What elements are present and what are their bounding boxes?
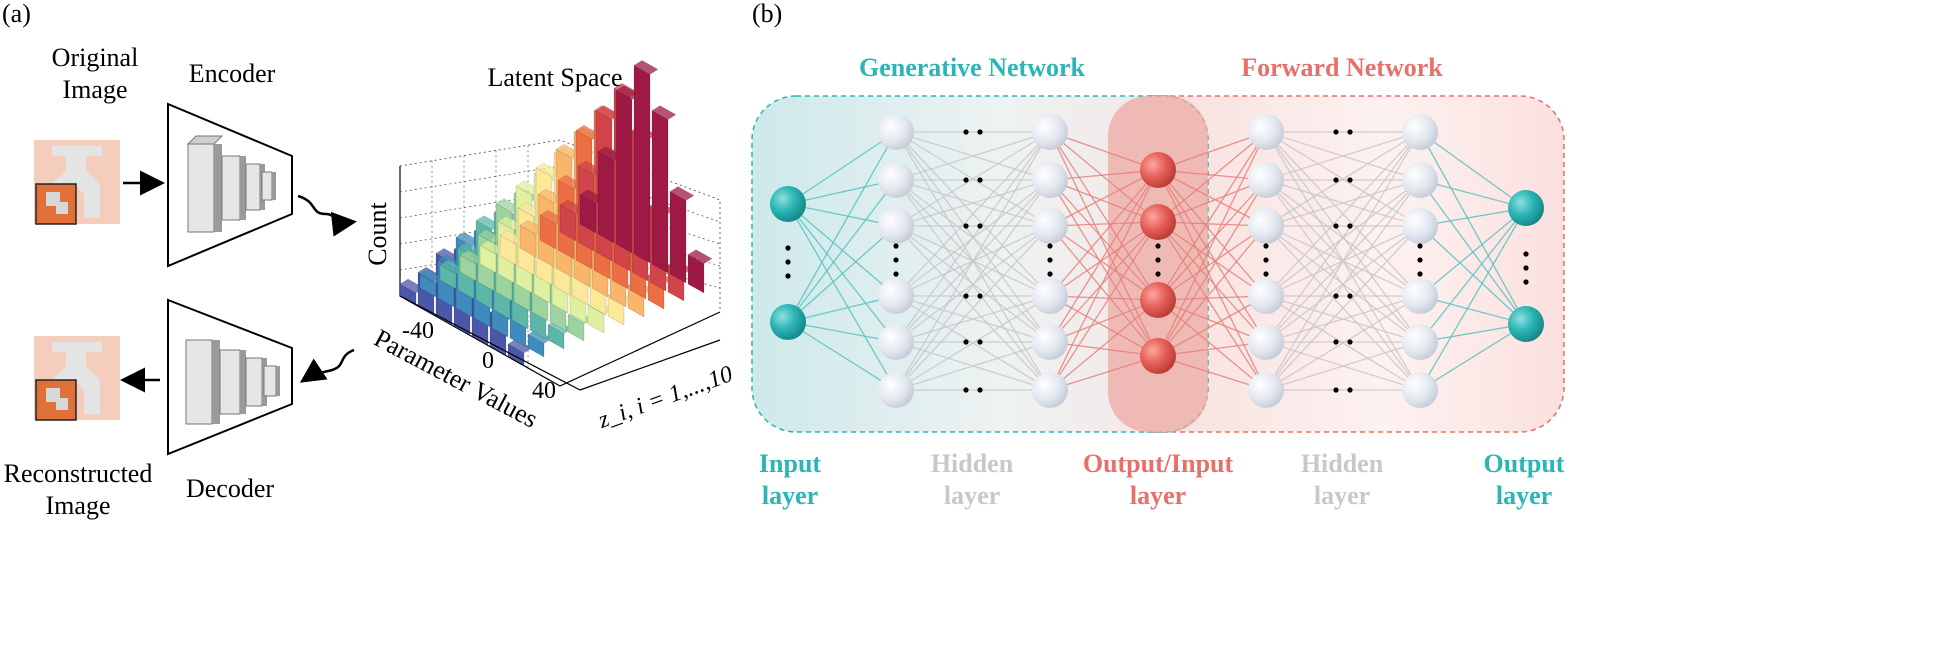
forward-network-title: Forward Network — [1241, 53, 1443, 82]
output-input-layer-label-line2: layer — [1130, 481, 1186, 510]
hidden-node — [1402, 278, 1438, 314]
hidden-node — [878, 278, 914, 314]
input-node — [770, 304, 806, 340]
latent-histogram-3d — [399, 60, 721, 391]
hidden-layer-label-line2: layer — [944, 481, 1000, 510]
output-input-node — [1140, 204, 1176, 240]
hidden-node — [878, 372, 914, 408]
x-tick-label: 0 — [482, 348, 494, 374]
original-image-title-line1: Original — [52, 43, 139, 72]
hidden-node — [1032, 324, 1068, 360]
shared-layer-highlight — [1108, 96, 1208, 432]
reconstructed-image-title-line1: Reconstructed — [4, 459, 153, 488]
hidden-layer-2-label-line1: Hidden — [1301, 449, 1384, 478]
hidden-node — [1032, 162, 1068, 198]
reconstructed-image-title-line2: Image — [46, 491, 111, 520]
decoder-block — [167, 298, 293, 456]
hidden-node — [1032, 278, 1068, 314]
hidden-node — [1402, 162, 1438, 198]
output-node — [1508, 306, 1544, 342]
original-image-title-line2: Image — [63, 75, 128, 104]
hidden-node — [1402, 372, 1438, 408]
hidden-node — [1248, 372, 1284, 408]
output-input-node — [1140, 338, 1176, 374]
output-layer-label-line1: Output — [1484, 449, 1565, 478]
decode-arrow — [299, 348, 355, 383]
hidden-node — [1248, 114, 1284, 150]
x-tick-label: 40 — [532, 378, 556, 404]
network-nodes — [770, 114, 1544, 408]
hidden-node — [1248, 278, 1284, 314]
input-layer-label-line1: Input — [759, 449, 821, 478]
hidden-node — [1248, 162, 1284, 198]
hidden-node — [1032, 372, 1068, 408]
hidden-node — [878, 162, 914, 198]
hidden-node — [1248, 324, 1284, 360]
x-tick-label: -40 — [402, 318, 434, 344]
z-axis-label: Count — [363, 201, 392, 265]
latent-space-title: Latent Space — [488, 63, 623, 92]
output-input-layer-label-line1: Output/Input — [1083, 449, 1234, 478]
hidden-node — [878, 324, 914, 360]
output-input-node — [1140, 282, 1176, 318]
hidden-node — [1402, 114, 1438, 150]
panel-b: (b) Generative Network Forward Network I… — [751, 0, 1565, 510]
output-node — [1508, 190, 1544, 226]
network-connections — [787, 131, 1527, 391]
panel-a: (a) Original Image Encoder Latent Space — [2, 0, 736, 520]
hidden-node — [878, 208, 914, 244]
decoder-title: Decoder — [186, 474, 274, 503]
input-node — [770, 186, 806, 222]
hidden-node — [1402, 208, 1438, 244]
hidden-node — [1248, 208, 1284, 244]
output-input-node — [1140, 152, 1176, 188]
encoder-block — [167, 102, 293, 268]
hidden-node — [878, 114, 914, 150]
latent-arrow — [297, 194, 357, 237]
output-layer-label-line2: layer — [1496, 481, 1552, 510]
panel-a-label: (a) — [2, 0, 31, 28]
original-image-thumbnail — [34, 140, 120, 225]
hidden-node — [1402, 324, 1438, 360]
y-axis-label: z_i, i = 1,...,10 — [594, 361, 736, 434]
panel-b-label: (b) — [752, 0, 782, 28]
hidden-layer-label-line1: Hidden — [931, 449, 1014, 478]
encoder-title: Encoder — [189, 59, 276, 88]
generative-network-title: Generative Network — [859, 53, 1086, 82]
ellipsis-dots — [785, 129, 1529, 393]
reconstructed-image-thumbnail — [34, 336, 120, 421]
input-layer-label-line2: layer — [762, 481, 818, 510]
hidden-node — [1032, 114, 1068, 150]
hidden-layer-2-label-line2: layer — [1314, 481, 1370, 510]
hidden-node — [1032, 208, 1068, 244]
